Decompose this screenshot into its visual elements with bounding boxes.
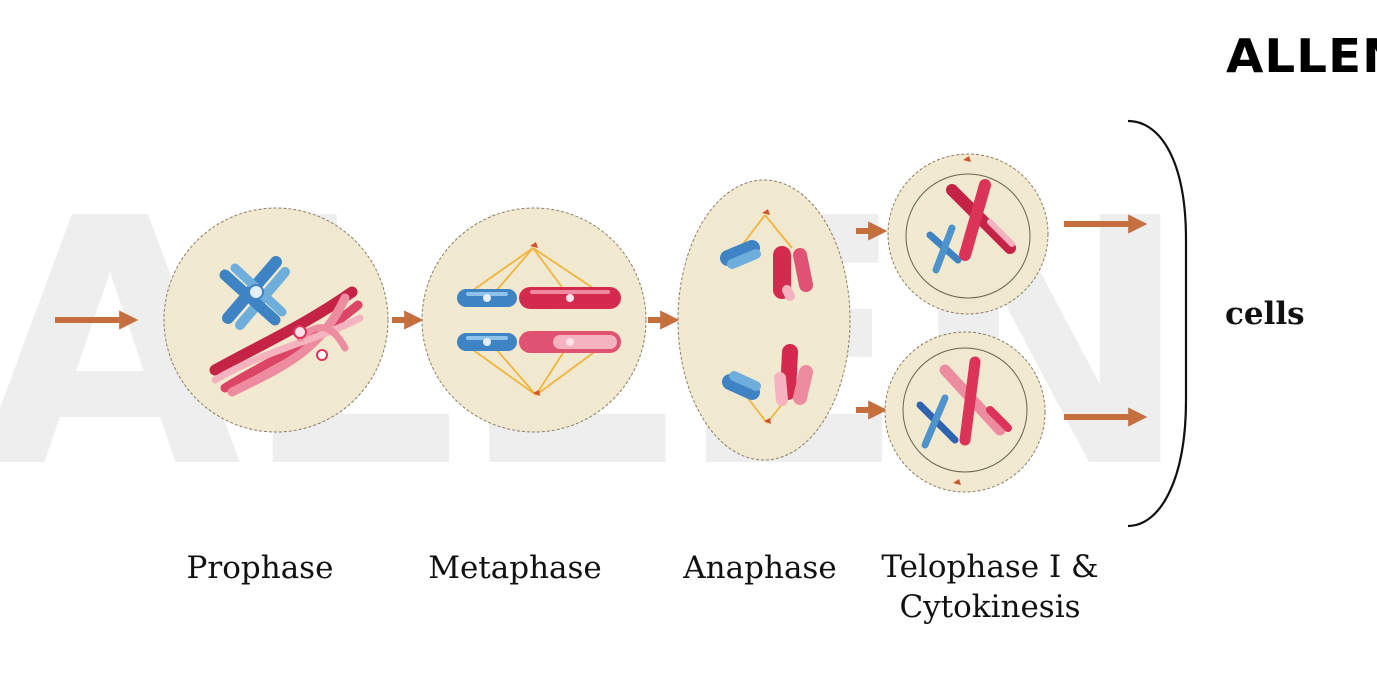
label-anaphase: Anaphase [683,550,837,586]
telophase-upper-chromosomes [926,179,1016,274]
telophase-lower-cell [884,331,1046,493]
brand-logo: ALLEN [1226,29,1377,83]
anaphase-cell [677,179,851,461]
arrows [55,214,1148,427]
prophase-cell [163,207,389,433]
result-brace [1127,119,1188,528]
prophase-red-chromosome-pair [209,286,364,397]
metaphase-cell [421,207,647,433]
telophase-upper-cell [887,153,1049,315]
label-metaphase: Metaphase [428,550,602,586]
prophase-blue-chromosome-pair [219,256,290,330]
result-cells-label: cells [1225,296,1305,332]
label-telophase-line1: Telophase I & [881,549,1099,585]
metaphase-chromosomes [457,287,621,353]
anaphase-chromosomes [720,240,813,406]
label-telophase-line2: Cytokinesis [899,589,1081,625]
telophase-lower-chromosomes [916,356,1012,449]
label-prophase: Prophase [186,550,334,586]
